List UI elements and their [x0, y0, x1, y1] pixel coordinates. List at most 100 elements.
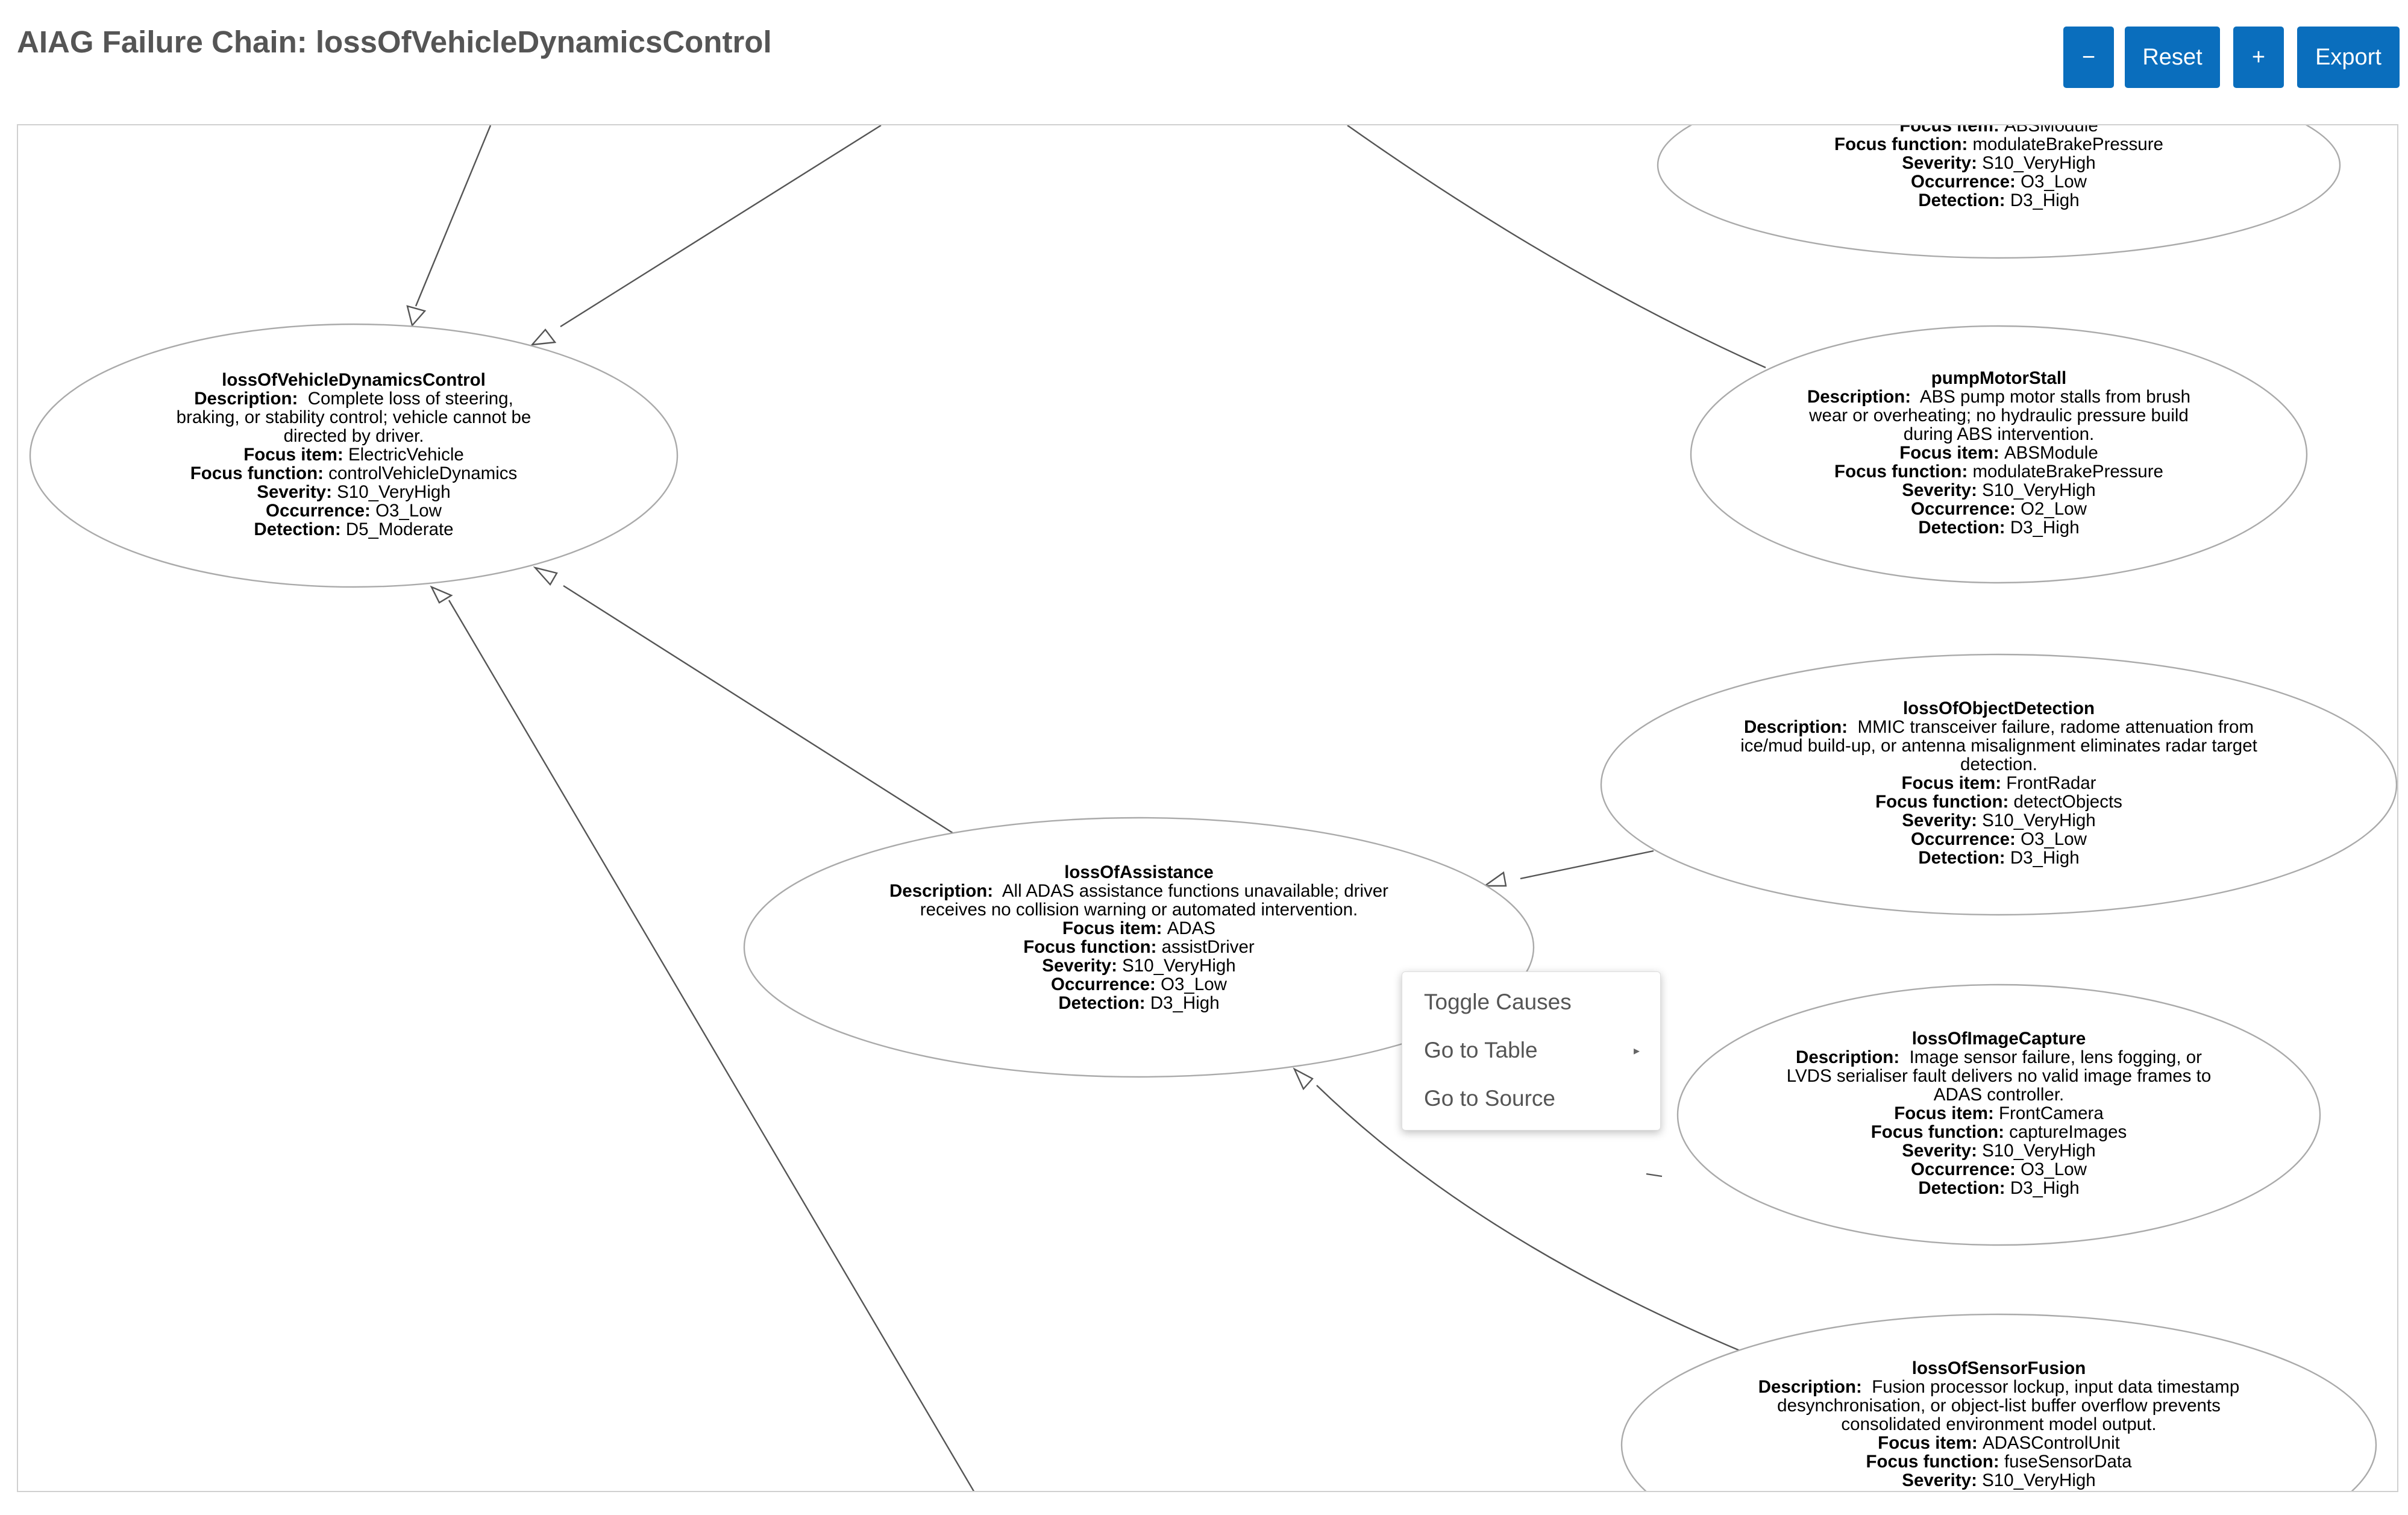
field-label: Severity: [1902, 480, 1977, 500]
edge-arrowhead [530, 328, 557, 346]
field-label: Focus function: [1834, 462, 1968, 481]
detection-value: D3_High [2010, 190, 2080, 210]
edge [560, 125, 882, 328]
focus-item-value: FrontRadar [2006, 773, 2096, 793]
focus-item-value: ABSModule [2004, 443, 2098, 463]
node-title: lossOfAssistance [1064, 862, 1214, 882]
reset-button[interactable]: Reset [2125, 27, 2220, 88]
field-label: Focus item: [1899, 124, 1999, 136]
field-label: Description: [1796, 1047, 1900, 1067]
field-label: Occurrence: [1911, 1159, 2016, 1179]
edge-arrowhead [533, 566, 558, 586]
node-ellipse [1676, 983, 2321, 1246]
severity-value: S10_VeryHigh [1982, 480, 2096, 500]
description-value: All ADAS assistance functions unavailabl… [920, 881, 1388, 920]
node-ellipse [1620, 1313, 2377, 1491]
header-bar: AIAG Failure Chain: lossOfVehicleDynamic… [0, 0, 2408, 121]
field-label: Occurrence: [1911, 499, 2016, 519]
menu-item-go-to-table[interactable]: Go to Table ▸ [1402, 1026, 1660, 1074]
menu-item-toggle-causes[interactable]: Toggle Causes [1402, 978, 1660, 1026]
node-ellipse [1657, 125, 2341, 259]
field-label: Description: [194, 389, 298, 409]
zoom-in-button[interactable]: + [2233, 27, 2284, 88]
field-label: Focus function: [1875, 792, 2009, 812]
field-label: Focus function: [190, 463, 324, 483]
focus-item-value: ADASControlUnit [1982, 1433, 2120, 1453]
focus-function-value: detectObjects [2013, 792, 2122, 812]
severity-value: S10_VeryHigh [337, 482, 451, 502]
node-ellipse [743, 817, 1535, 1078]
description-value: MMIC transceiver failure, radome attenua… [1740, 717, 2257, 774]
field-label: Detection: [1918, 518, 2005, 538]
edge-arrowhead [430, 585, 453, 604]
field-label: Description: [1744, 717, 1848, 737]
node-loss-of-vehicle-dynamics-control[interactable]: lossOfVehicleDynamicsControl Description… [143, 371, 565, 539]
occurrence-value: O3_Low [2021, 172, 2087, 192]
description-value: Fusion processor lockup, input data time… [1777, 1377, 2240, 1434]
description-value: Complete loss of steering, braking, or s… [176, 389, 531, 446]
field-label: Focus item: [243, 445, 343, 465]
field-label: Severity: [1902, 811, 1977, 830]
field-label: Description: [1807, 387, 1911, 407]
field-label: Focus item: [1894, 1103, 1994, 1123]
focus-function-value: modulateBrakePressure [1972, 134, 2163, 154]
graph-edges [29, 125, 2397, 1491]
field-label: Detection: [1918, 190, 2005, 210]
edge [448, 600, 975, 1491]
description-value: Image sensor failure, lens fogging, or L… [1786, 1047, 2212, 1105]
field-label: Detection: [254, 519, 341, 539]
field-label: Detection: [1918, 848, 2005, 868]
export-button[interactable]: Export [2297, 27, 2400, 88]
node-loss-of-image-capture[interactable]: lossOfImageCapture Description: Image se… [1779, 1029, 2219, 1197]
context-menu: Toggle Causes Go to Table ▸ Go to Source [1402, 971, 1661, 1131]
focus-item-value: ADAS [1167, 918, 1216, 938]
node-loss-of-object-detection[interactable]: lossOfObjectDetection Description: MMIC … [1716, 699, 2282, 867]
field-label: Severity: [1902, 1470, 1977, 1490]
submenu-arrow-icon: ▸ [1633, 1044, 1640, 1058]
edge [415, 125, 492, 307]
field-label: Occurrence: [1911, 829, 2016, 849]
focus-function-value: fuseSensorData [2004, 1452, 2132, 1472]
field-label: Occurrence: [1051, 974, 1156, 994]
node-abs-module-top[interactable]: Focus item: ABSModule Focus function: mo… [1788, 124, 2210, 210]
focus-item-value: ABSModule [2004, 124, 2098, 136]
field-label: Focus item: [1062, 918, 1162, 938]
field-label: Detection: [1058, 993, 1146, 1013]
severity-value: S10_VeryHigh [1982, 1470, 2096, 1490]
field-label: Description: [889, 881, 994, 901]
occurrence-value: O3_Low [2021, 1159, 2087, 1179]
focus-function-value: assistDriver [1161, 937, 1255, 957]
occurrence-value: O3_Low [1161, 974, 1227, 994]
node-loss-of-sensor-fusion[interactable]: lossOfSensorFusion Description: Fusion p… [1734, 1359, 2264, 1490]
edge-arrowhead [1293, 1067, 1314, 1091]
edge [1520, 850, 1654, 880]
focus-function-value: modulateBrakePressure [1972, 462, 2163, 481]
detection-value: D3_High [2010, 848, 2080, 868]
field-label: Focus item: [1899, 443, 1999, 463]
description-value: ABS pump motor stalls from brush wear or… [1809, 387, 2191, 444]
node-title: lossOfImageCapture [1911, 1029, 2086, 1049]
field-label: Severity: [1902, 1141, 1977, 1161]
node-ellipse [1600, 653, 2397, 916]
node-title: lossOfObjectDetection [1902, 698, 2095, 718]
severity-value: S10_VeryHigh [1982, 811, 2096, 830]
focus-item-value: ElectricVehicle [348, 445, 464, 465]
menu-item-label: Go to Table [1424, 1038, 1538, 1062]
node-pump-motor-stall[interactable]: pumpMotorStall Description: ABS pump mot… [1794, 369, 2204, 537]
field-label: Focus item: [1878, 1433, 1978, 1453]
edge-arrowhead [1482, 871, 1507, 887]
field-label: Occurrence: [266, 501, 371, 521]
node-title: lossOfSensorFusion [1911, 1358, 2086, 1378]
menu-item-go-to-source[interactable]: Go to Source [1402, 1074, 1660, 1123]
graph-canvas[interactable]: Focus item: ABSModule Focus function: mo… [17, 124, 2398, 1492]
zoom-out-button[interactable]: − [2063, 27, 2114, 88]
detection-value: D3_High [2010, 518, 2080, 538]
focus-function-value: captureImages [2009, 1122, 2127, 1142]
edge-arrowhead [406, 305, 427, 327]
edge [1646, 1173, 1663, 1178]
field-label: Occurrence: [1911, 172, 2016, 192]
field-label: Severity: [1042, 956, 1117, 976]
detection-value: D3_High [1150, 993, 1220, 1013]
menu-item-label: Toggle Causes [1424, 990, 1572, 1014]
node-loss-of-assistance[interactable]: lossOfAssistance Description: All ADAS a… [868, 863, 1410, 1012]
